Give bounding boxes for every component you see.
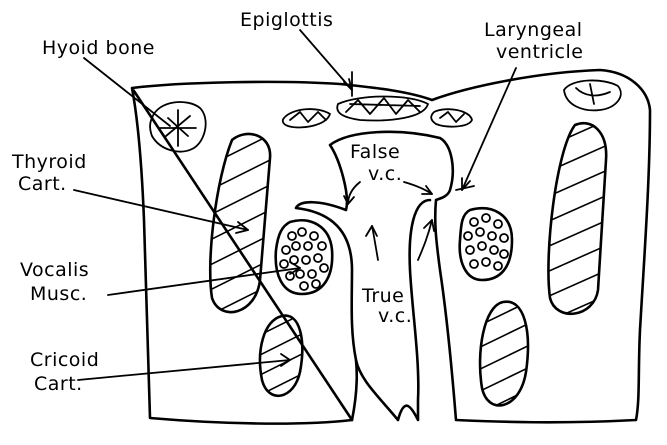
pointer-laryngeal [462,68,516,190]
pointer-epiglottis [300,30,352,90]
label-true-vc-line1: True [361,285,404,307]
pointer-thyroid [74,190,248,230]
pointer-vocalis [108,268,300,295]
label-laryngeal-line2: ventricle [496,41,583,63]
thyroid-cartilage-left [200,130,280,345]
hyoid-bone-right [564,80,621,110]
label-thyroid-line2: Cart. [18,173,67,195]
label-laryngeal-line1: Laryngeal [484,19,583,41]
vocalis-muscle-right [460,208,512,280]
label-epiglottis: Epiglottis [240,9,333,31]
label-hyoid-bone: Hyoid bone [42,37,155,59]
vocalis-muscle-left [276,220,333,294]
label-false-vc-line1: False [350,141,400,163]
label-vocalis-line1: Vocalis [20,259,89,281]
label-vocalis-line2: Musc. [30,283,87,305]
label-true-vc-line2: v.c. [378,305,412,327]
epiglottis-structure [283,97,472,128]
label-cricoid-line2: Cart. [34,373,83,395]
pointer-cricoid [78,360,290,380]
larynx-outline [132,70,650,424]
label-thyroid-line1: Thyroid [11,151,87,173]
label-false-vc-line2: v.c. [368,163,402,185]
thyroid-cartilage-right [540,118,612,325]
pointer-hyoid [84,58,170,126]
cricoid-cartilage-right [470,298,536,418]
cricoid-cartilage-left [250,310,310,420]
label-cricoid-line1: Cricoid [30,349,99,371]
